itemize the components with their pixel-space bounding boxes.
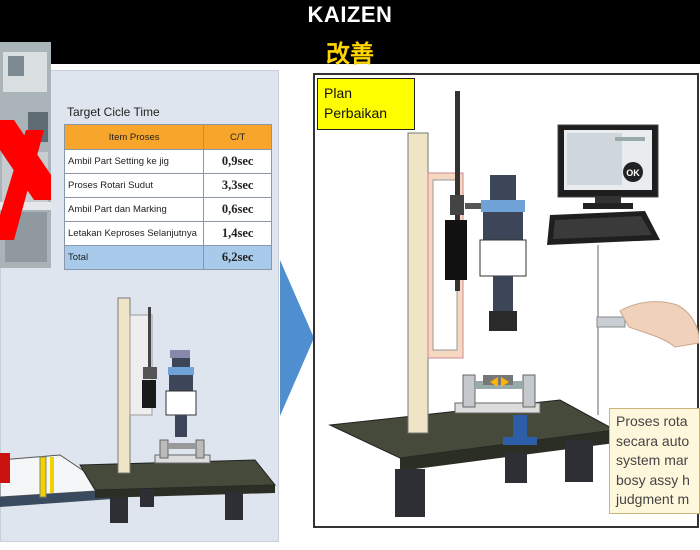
page-title: KAIZEN [307, 2, 393, 27]
improved-machine-illustration: OK [328, 91, 699, 517]
row-item: Letakan Keproses Selanjutnya [63, 221, 205, 246]
total-label: Total [63, 245, 205, 270]
row-item: Proses Rotari Sudut [63, 173, 205, 198]
row-ct: 0,9sec [203, 149, 272, 174]
note-line: bosy assy h [616, 471, 690, 488]
table-row: Proses Rotari Sudut 3,3sec [63, 173, 272, 198]
plan-label-line-1: Plan [324, 85, 353, 101]
row-ct: 0,6sec [203, 197, 272, 222]
plan-label-box: Plan Perbaikan [317, 78, 415, 130]
page-subtitle: 改善 [326, 40, 374, 68]
note-line: system mar [616, 452, 689, 468]
row-item: Ambil Part Setting ke jig [63, 149, 205, 174]
cross-mark-icon [0, 120, 51, 240]
row-item: Ambil Part dan Marking [63, 197, 205, 222]
cycle-time-table: Item Proses C/T Ambil Part Setting ke ji… [63, 124, 272, 270]
column-header-item: Item Proses [63, 124, 205, 150]
note-line: Proses rota [616, 413, 688, 429]
target-cycle-time-label: Target Cicle Time [67, 105, 160, 119]
process-note-box: Proses rota secara auto system mar bosy … [609, 408, 700, 514]
monitor-ok-text: OK [626, 168, 640, 178]
row-ct: 1,4sec [203, 221, 272, 246]
table-row: Letakan Keproses Selanjutnya 1,4sec [63, 221, 272, 246]
improvement-arrow-icon [280, 260, 314, 416]
header-bar: KAIZEN 改善 [0, 0, 700, 68]
note-line: judgment m [616, 491, 690, 507]
row-ct: 3,3sec [203, 173, 272, 198]
table-row: Ambil Part dan Marking 0,6sec [63, 197, 272, 222]
total-ct: 6,2sec [203, 245, 272, 270]
total-row: Total 6,2sec [63, 245, 272, 270]
note-line: secara auto [616, 432, 690, 449]
current-machine-illustration [0, 297, 277, 523]
plan-label-line-2: Perbaikan [324, 105, 388, 121]
column-header-ct: C/T [203, 124, 272, 150]
table-row: Ambil Part Setting ke jig 0,9sec [63, 149, 272, 174]
